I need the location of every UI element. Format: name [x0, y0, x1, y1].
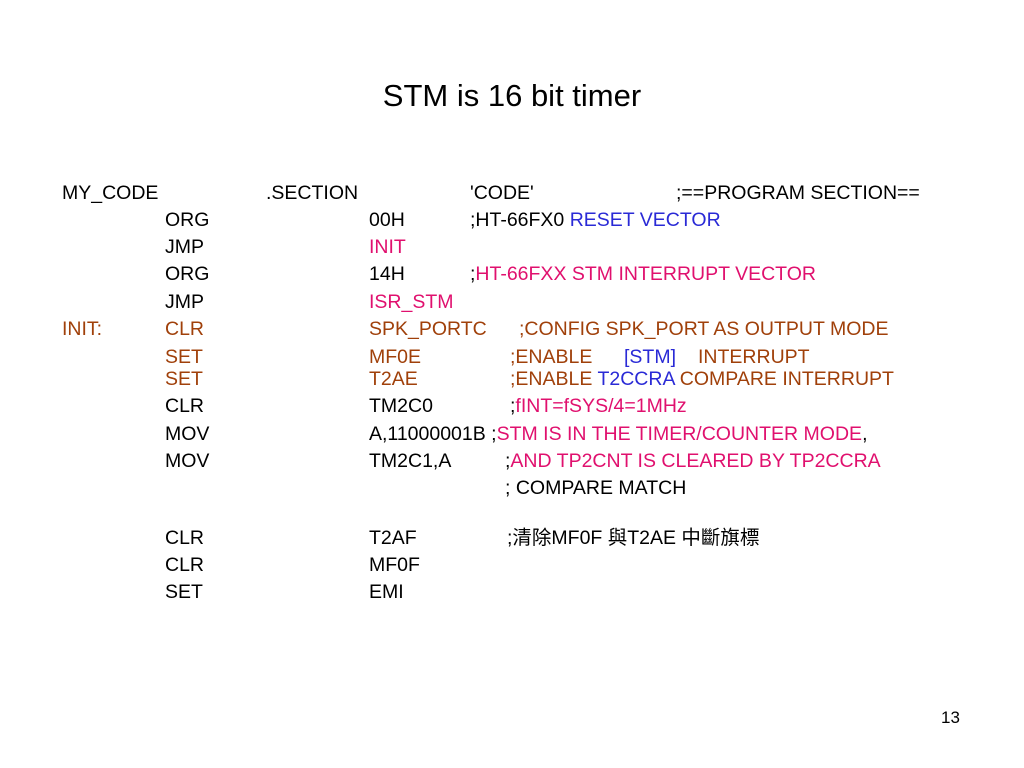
- code-opcode: MOV: [165, 423, 210, 445]
- code-comment: ;==PROGRAM SECTION==: [676, 182, 920, 204]
- code-opcode: SET: [165, 346, 203, 368]
- code-arg: 14H: [369, 263, 405, 285]
- code-opcode: ORG: [165, 263, 210, 285]
- code-label: INIT:: [62, 318, 103, 340]
- comment-highlight: fINT=fSYS/4=1MHz: [515, 395, 687, 417]
- code-comment: ;HT-66FXX STM INTERRUPT VECTOR: [470, 261, 816, 287]
- code-opcode: JMP: [165, 291, 204, 313]
- slide-title: STM is 16 bit timer: [382, 78, 642, 113]
- code-comment: ;HT-66FX0 RESET VECTOR: [470, 207, 721, 233]
- code-line: ORG 00H ;HT-66FX0 RESET VECTOR: [0, 207, 1024, 234]
- comment-highlight: AND TP2CNT IS CLEARED BY TP2CCRA: [510, 450, 881, 472]
- comment-part: ;: [510, 395, 516, 417]
- code-comment: ; COMPARE MATCH: [505, 477, 687, 499]
- code-opcode: CLR: [165, 395, 205, 417]
- comment-part: ;: [505, 450, 511, 472]
- comment-highlight: STM IS IN THE TIMER/COUNTER MODE: [496, 423, 863, 445]
- code-arg: INIT: [369, 236, 406, 258]
- code-opcode: CLR: [165, 527, 205, 549]
- code-opcode: ORG: [165, 209, 210, 231]
- comment-highlight: T2CCRA: [597, 368, 675, 390]
- code-opcode: SET: [165, 368, 203, 390]
- comment-part: ,: [862, 423, 868, 445]
- comment-highlight: [STM]: [624, 346, 676, 368]
- comment-part: ;HT-66FX0: [470, 209, 570, 231]
- code-line: INIT: CLR SPK_PORTC ;CONFIG SPK_PORT AS …: [0, 316, 1024, 343]
- code-line: JMP ISR_STM: [0, 289, 1024, 316]
- code-line: MOV TM2C1,A ;AND TP2CNT IS CLEARED BY TP…: [0, 448, 1024, 475]
- code-line: ORG 14H ;HT-66FXX STM INTERRUPT VECTOR: [0, 261, 1024, 288]
- code-line: JMP INIT: [0, 234, 1024, 261]
- code-line: SET EMI: [0, 579, 1024, 606]
- code-arg: TM2C0: [369, 395, 433, 417]
- code-comment: ;CONFIG SPK_PORT AS OUTPUT MODE: [519, 318, 889, 340]
- comment-part: ;ENABLE: [510, 368, 598, 390]
- code-opcode: CLR: [165, 554, 205, 576]
- code-line: CLR MF0F: [0, 552, 1024, 579]
- comment-highlight: RESET VECTOR: [569, 209, 721, 231]
- code-arg: EMI: [369, 581, 404, 603]
- code-line: ; COMPARE MATCH: [0, 475, 1024, 502]
- comment-highlight: HT-66FXX STM INTERRUPT VECTOR: [475, 263, 816, 285]
- code-arg: MF0F: [369, 554, 420, 576]
- code-line: MOV A,11000001B ;STM IS IN THE TIMER/COU…: [0, 421, 1024, 448]
- code-comment: ;ENABLE T2CCRA COMPARE INTERRUPT: [510, 366, 894, 392]
- code-opcode: JMP: [165, 236, 204, 258]
- code-comment: ;fINT=fSYS/4=1MHz: [510, 393, 687, 419]
- code-arg: TM2C1,A: [369, 450, 452, 472]
- code-line-header: MY_CODE .SECTION 'CODE' ;==PROGRAM SECTI…: [0, 180, 1024, 207]
- code-arg: MF0E: [369, 346, 422, 368]
- code-arg: T2AF: [369, 527, 417, 549]
- code-opcode: SET: [165, 581, 203, 603]
- code-arg: 'CODE': [470, 182, 534, 204]
- code-comment: ;清除MF0F 與T2AE 中斷旗標: [507, 527, 760, 549]
- code-line: CLR TM2C0 ;fINT=fSYS/4=1MHz: [0, 393, 1024, 420]
- code-opcode: MOV: [165, 450, 210, 472]
- code-line: SET T2AE ;ENABLE T2CCRA COMPARE INTERRUP…: [0, 366, 1024, 393]
- page-number: 13: [941, 708, 960, 727]
- comment-part: INTERRUPT: [698, 346, 810, 368]
- code-arg: 00H: [369, 209, 405, 231]
- code-line-text: A,11000001B ;STM IS IN THE TIMER/COUNTER…: [369, 421, 867, 447]
- code-comment: ;AND TP2CNT IS CLEARED BY TP2CCRA: [505, 448, 881, 474]
- code-arg: ISR_STM: [369, 291, 454, 313]
- code-arg: T2AE: [369, 368, 418, 390]
- code-opcode: CLR: [165, 318, 205, 340]
- code-directive: .SECTION: [266, 182, 359, 204]
- code-arg: A,11000001B ;: [369, 423, 497, 445]
- code-arg: SPK_PORTC: [369, 318, 487, 340]
- comment-part: COMPARE INTERRUPT: [674, 368, 894, 390]
- code-line: SET MF0E ;ENABLE [STM] INTERRUPT: [0, 344, 1024, 371]
- comment-part: ;ENABLE: [510, 346, 593, 368]
- comment-part: ;: [470, 263, 476, 285]
- code-line: CLR T2AF ;清除MF0F 與T2AE 中斷旗標: [0, 525, 1024, 552]
- code-label: MY_CODE: [62, 182, 159, 204]
